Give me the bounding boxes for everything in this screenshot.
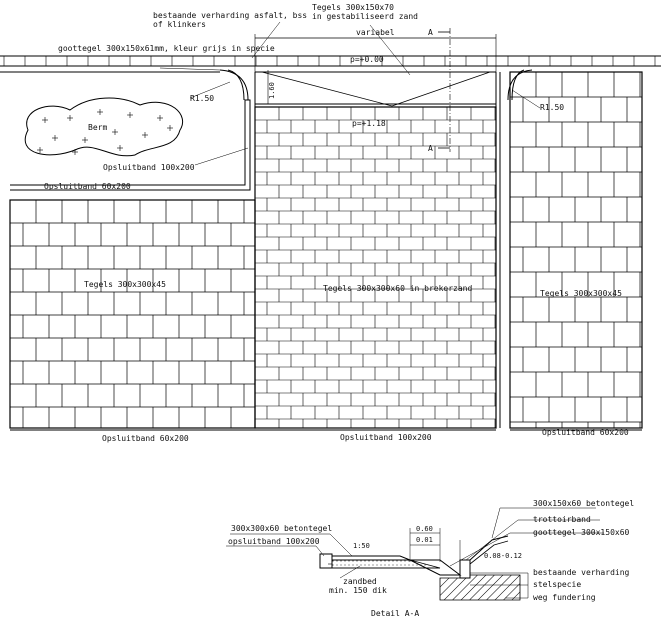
label-existing-paving-2: of klinkers bbox=[153, 20, 206, 29]
detail-left-tile-label: 300x300x60 betontegel bbox=[231, 524, 332, 533]
curve-right-outer bbox=[507, 69, 533, 101]
dim-160-label: 1.60 bbox=[268, 82, 276, 99]
leader-gutter-detail-2 bbox=[449, 532, 511, 567]
plan-view: variabel A A 1.60 bestaande verharding a… bbox=[0, 3, 661, 443]
detail-dim-side: 0.08-0.12 bbox=[484, 552, 522, 560]
label-edge-band-2: Opsluitband 60x200 bbox=[44, 182, 131, 191]
label-bottom-center: Opsluitband 100x200 bbox=[340, 433, 432, 442]
leader-existing bbox=[251, 21, 281, 59]
leader-sand bbox=[339, 565, 361, 579]
tile-area-left bbox=[10, 200, 255, 428]
detail-right-tile-label: 300x150x60 betontegel bbox=[533, 499, 634, 508]
tile-area-right bbox=[510, 72, 642, 428]
detail-existing-label: bestaande verharding bbox=[533, 568, 630, 577]
leader-edge-band bbox=[194, 147, 249, 166]
variable-label: variabel bbox=[356, 28, 395, 37]
detail-left-band-label: opsluitband 100x200 bbox=[228, 537, 320, 546]
curve-left-inner bbox=[227, 69, 245, 101]
leader-right-tile-2 bbox=[491, 507, 501, 539]
label-tiles-right: Tegels 300x300x45 bbox=[540, 289, 622, 298]
label-tiles-top-2: in gestabiliseerd zand bbox=[312, 12, 418, 21]
detail-left-edge-band bbox=[319, 553, 333, 569]
detail-section: 0.60 0.01 0.08-0.12 300x300x60 betontege… bbox=[226, 499, 634, 618]
detail-title: Detail A-A bbox=[371, 609, 419, 618]
label-existing-paving: bestaande verharding asfalt, bss bbox=[153, 11, 307, 20]
detail-curb-label: trottoirband bbox=[533, 515, 591, 524]
detail-sand-label-2: min. 150 dik bbox=[329, 586, 387, 595]
leader-gutter bbox=[159, 67, 221, 71]
detail-mortar-label: stelspecie bbox=[533, 580, 581, 589]
tile-area-center bbox=[255, 107, 496, 428]
section-marker-top: A bbox=[428, 28, 433, 37]
detail-curb bbox=[459, 559, 471, 579]
label-bottom-right: Opsluitband 60x200 bbox=[542, 428, 629, 437]
label-tiles-center: Tegels 300x300x60 in brekerzand bbox=[323, 284, 472, 293]
berm-vegetation bbox=[37, 109, 173, 155]
slope-line-right bbox=[391, 71, 491, 107]
leader-left-band-2 bbox=[315, 545, 325, 557]
label-radius-left: R1.50 bbox=[190, 94, 214, 103]
leader-left-tile-2 bbox=[329, 533, 353, 557]
curve-left-outer bbox=[219, 69, 249, 101]
detail-foundation bbox=[439, 574, 521, 601]
gutter-strip bbox=[0, 55, 661, 73]
curve-right-inner bbox=[511, 69, 525, 101]
detail-slope-label: 1:50 bbox=[353, 542, 370, 550]
detail-dim-top: 0.60 bbox=[416, 525, 433, 533]
detail-gutter-label: goottegel 300x150x60 bbox=[533, 528, 630, 537]
label-berm: Berm bbox=[88, 123, 107, 132]
label-level-center: p=+1.18 bbox=[352, 119, 386, 128]
leader-radius-right bbox=[511, 89, 541, 109]
detail-left-tile bbox=[331, 555, 411, 561]
leader-curb-2 bbox=[465, 519, 519, 561]
detail-foundation-label: weg fundering bbox=[533, 593, 596, 602]
detail-existing-surface-2 bbox=[469, 540, 509, 565]
label-gutter-tile: goottegel 300x150x61mm, kleur grijs in s… bbox=[58, 44, 275, 53]
detail-dim-mid: 0.01 bbox=[416, 536, 433, 544]
right-area-outline bbox=[509, 71, 643, 429]
section-marker-bottom: A bbox=[428, 144, 433, 153]
label-tiles-left: Tegels 300x300x45 bbox=[84, 280, 166, 289]
label-radius-right: R1.50 bbox=[540, 103, 564, 112]
leader-tiles-top bbox=[369, 24, 411, 76]
label-tiles-top: Tegels 300x150x70 bbox=[312, 3, 394, 12]
label-level-zero: p=+0.00 bbox=[350, 55, 384, 64]
label-edge-band-1: Opsluitband 100x200 bbox=[103, 163, 195, 172]
label-bottom-left: Opsluitband 60x200 bbox=[102, 434, 189, 443]
slope-line-left bbox=[261, 71, 393, 107]
detail-sand-label: zandbed bbox=[343, 577, 377, 586]
leader-radius-left bbox=[189, 81, 231, 99]
